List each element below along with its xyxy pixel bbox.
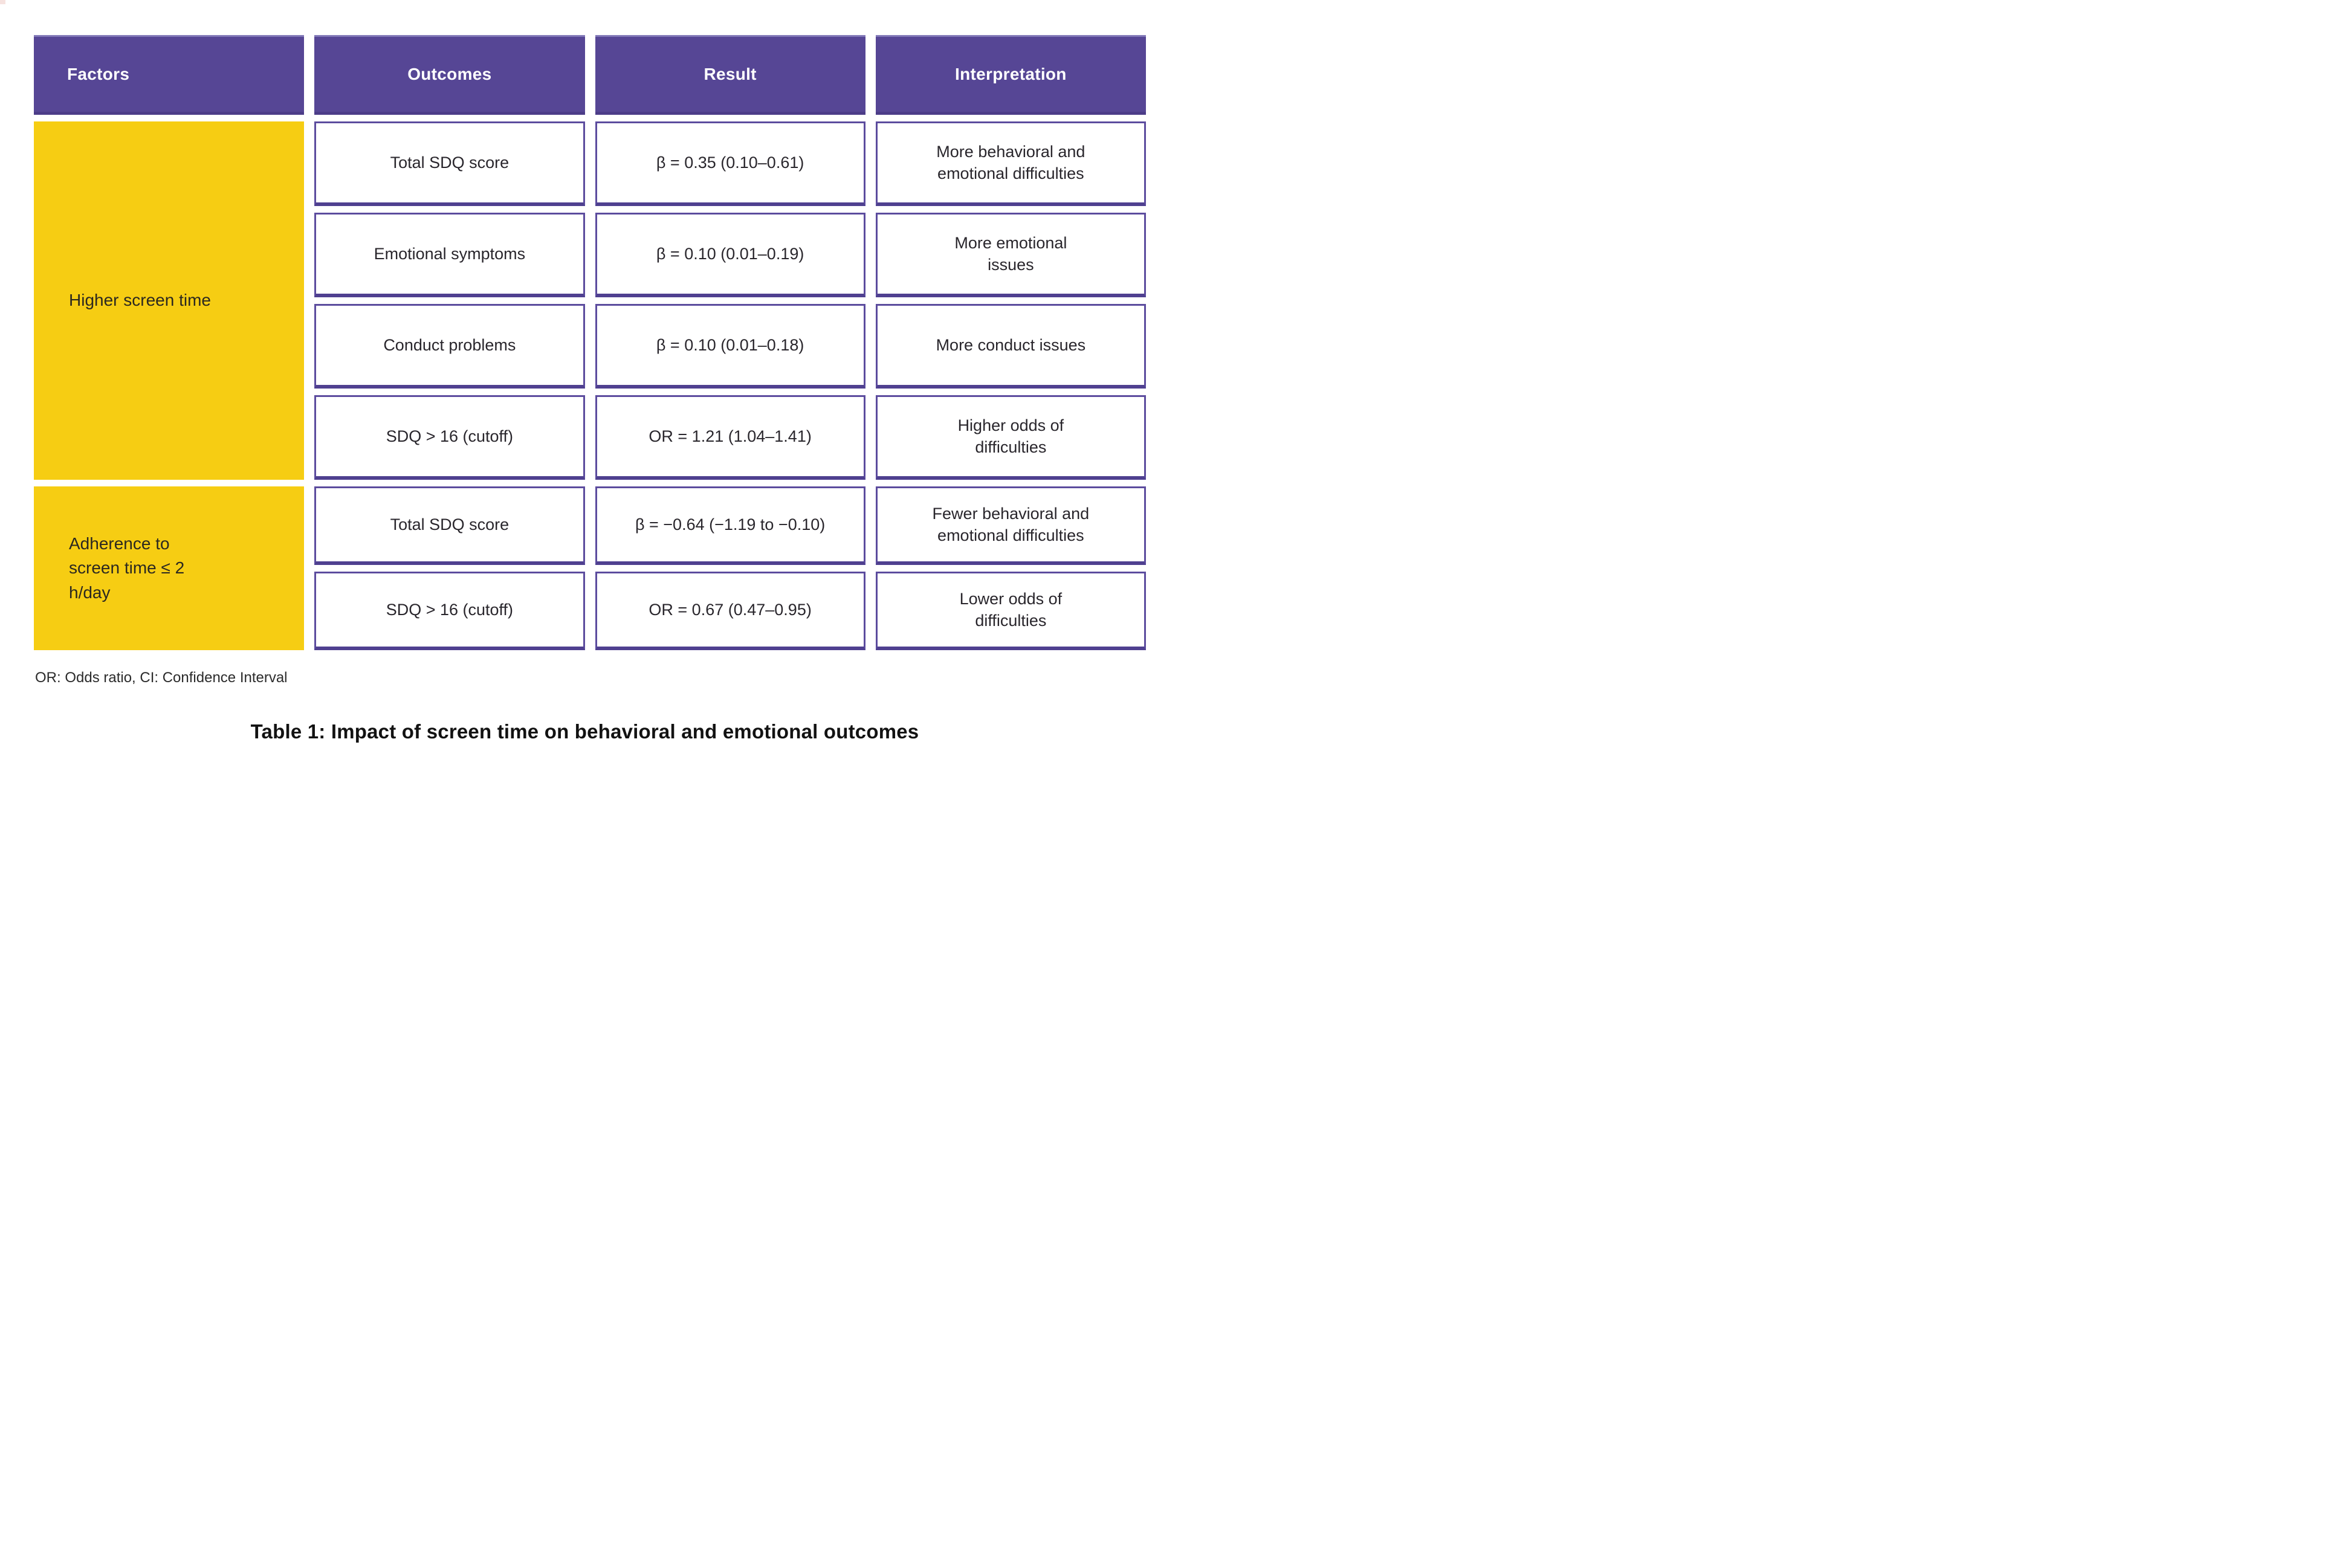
result-cell: β = 0.10 (0.01–0.18) xyxy=(595,304,865,389)
interpretation-cell: Lower odds of difficulties xyxy=(875,572,1146,650)
outcome-cell: Total SDQ score xyxy=(314,486,585,565)
header-cell-factors: Factors xyxy=(34,35,305,115)
result-cell: OR = 0.67 (0.47–0.95) xyxy=(595,572,865,650)
outcome-cell: Conduct problems xyxy=(314,304,585,389)
table-caption: Table 1: Impact of screen time on behavi… xyxy=(250,720,919,743)
result-cell: β = −0.64 (−1.19 to −0.10) xyxy=(595,486,865,565)
outcome-cell: Emotional symptoms xyxy=(314,213,585,297)
factor-cell-higher-screen-time: Higher screen time xyxy=(34,121,305,480)
factor-cell-adherence: Adherence to screen time ≤ 2 h/day xyxy=(34,486,305,650)
header-cell-interpretation: Interpretation xyxy=(875,35,1146,115)
infographic-table-page: Factors Outcomes Result Interpretation H… xyxy=(0,0,1170,784)
outcome-cell: Total SDQ score xyxy=(314,121,585,206)
interpretation-cell: More conduct issues xyxy=(875,304,1146,389)
header-cell-result: Result xyxy=(595,35,865,115)
interpretation-cell: Fewer behavioral and emotional difficult… xyxy=(875,486,1146,565)
outcome-cell: SDQ > 16 (cutoff) xyxy=(314,572,585,650)
table-footnote: OR: Odds ratio, CI: Confidence Interval xyxy=(35,669,288,686)
outcome-cell: SDQ > 16 (cutoff) xyxy=(314,395,585,480)
interpretation-cell: More emotional issues xyxy=(875,213,1146,297)
result-cell: β = 0.10 (0.01–0.19) xyxy=(595,213,865,297)
interpretation-cell: Higher odds of difficulties xyxy=(875,395,1146,480)
result-cell: β = 0.35 (0.10–0.61) xyxy=(595,121,865,206)
result-cell: OR = 1.21 (1.04–1.41) xyxy=(595,395,865,480)
screen-time-table: Factors Outcomes Result Interpretation H… xyxy=(34,35,1146,650)
interpretation-cell: More behavioral and emotional difficulti… xyxy=(875,121,1146,206)
corner-artifact xyxy=(0,0,5,4)
header-cell-outcomes: Outcomes xyxy=(314,35,585,115)
